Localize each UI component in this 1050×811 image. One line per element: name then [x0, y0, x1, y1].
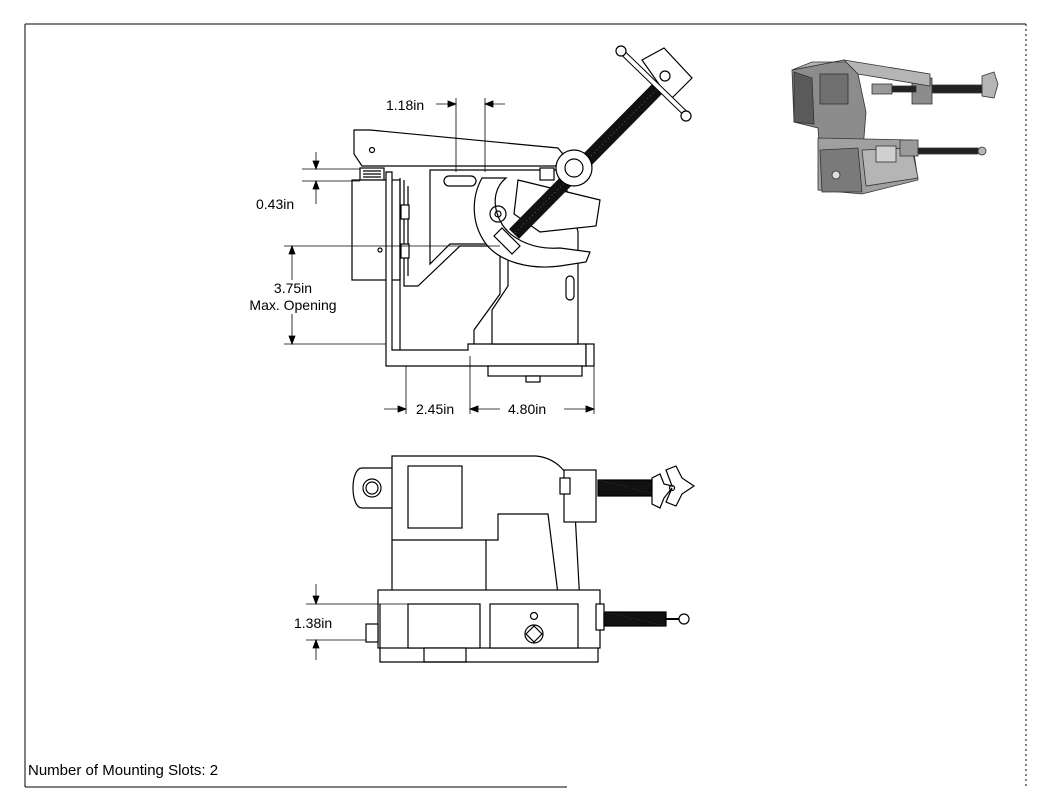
mounting-slots-note: Number of Mounting Slots: 2 [28, 762, 219, 779]
side-view [351, 45, 693, 383]
side-dimensions [284, 98, 596, 414]
back-housing [351, 179, 401, 281]
dim-base-left-label: 2.45in [416, 401, 455, 417]
front-dimensions [306, 584, 462, 660]
front-view [352, 455, 696, 663]
dim-front-height-label: 1.38in [294, 615, 333, 631]
dim-max-opening-note: Max. Opening [249, 297, 337, 313]
sheet-border [24, 23, 1027, 788]
isometric-view [791, 59, 999, 195]
base-foot [487, 365, 583, 377]
dim-max-opening-label: 3.75in [273, 280, 313, 296]
dim-lever-thickness-label: 0.43in [256, 196, 295, 212]
dim-jaw-offset-label: 1.18in [386, 97, 425, 113]
dim-base-right-label: 4.80in [508, 401, 547, 417]
side-t-handle [615, 45, 693, 122]
front-wing-handle [651, 465, 696, 509]
lever-arm [353, 129, 567, 167]
